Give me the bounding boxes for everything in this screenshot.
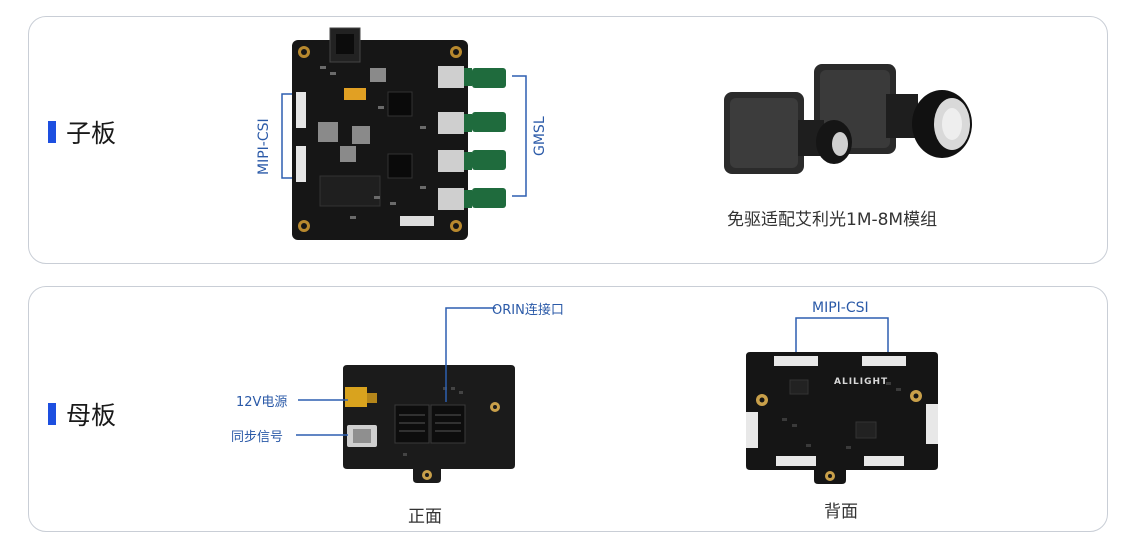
mipi-csi-bracket — [281, 93, 294, 179]
power-label: 12V电源 — [236, 395, 288, 410]
back-mipi-bracket — [795, 317, 889, 354]
motherboard-title-text: 母板 — [66, 401, 117, 430]
gmsl-bracket — [512, 75, 527, 197]
sync-signal-label: 同步信号 — [231, 430, 284, 445]
mipi-csi-label: MIPI-CSI — [256, 118, 272, 175]
orin-port-label: ORIN连接口 — [492, 303, 564, 318]
accent-bar — [48, 403, 56, 425]
motherboard-card — [28, 286, 1108, 532]
daughter-board-title-text: 子板 — [66, 119, 117, 148]
gmsl-label: GMSL — [532, 116, 548, 156]
motherboard-front-pcb — [343, 365, 515, 483]
gmsl-coax-plugs — [472, 68, 506, 208]
motherboard-back-pcb — [746, 352, 938, 484]
back-mipi-csi-label: MIPI-CSI — [812, 300, 869, 316]
sync-leader-line — [296, 434, 348, 436]
back-caption: 背面 — [824, 502, 858, 522]
orin-leader-line — [445, 307, 496, 402]
accent-bar — [48, 121, 56, 143]
front-caption: 正面 — [408, 507, 442, 527]
camera-caption: 免驱适配艾利光1M-8M模组 — [727, 210, 938, 230]
daughter-board-pcb — [292, 27, 472, 240]
power-leader-line — [298, 399, 348, 401]
alilight-logo-text: ALILIGHT — [834, 377, 889, 387]
daughter-board-title: 子板 — [48, 114, 116, 150]
gmsl-connectors — [438, 66, 472, 210]
camera-modules-image — [724, 64, 972, 174]
motherboard-title: 母板 — [48, 396, 116, 432]
